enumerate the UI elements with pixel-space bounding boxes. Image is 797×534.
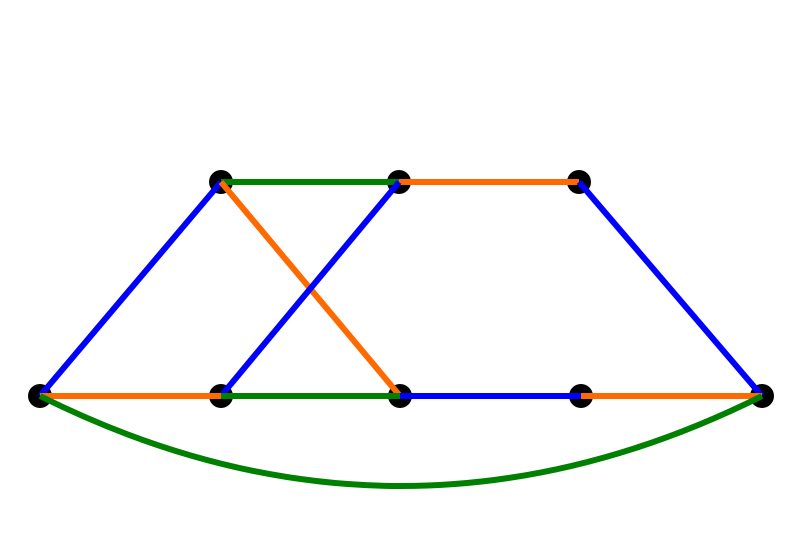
edges-layer (37, 179, 765, 489)
edge-t3-b5 (576, 180, 765, 398)
edge-b1-b5 (38, 393, 764, 489)
edge-t2-b2 (218, 180, 402, 398)
edge-t1-b1 (37, 180, 224, 398)
nodes-layer (28, 170, 774, 408)
